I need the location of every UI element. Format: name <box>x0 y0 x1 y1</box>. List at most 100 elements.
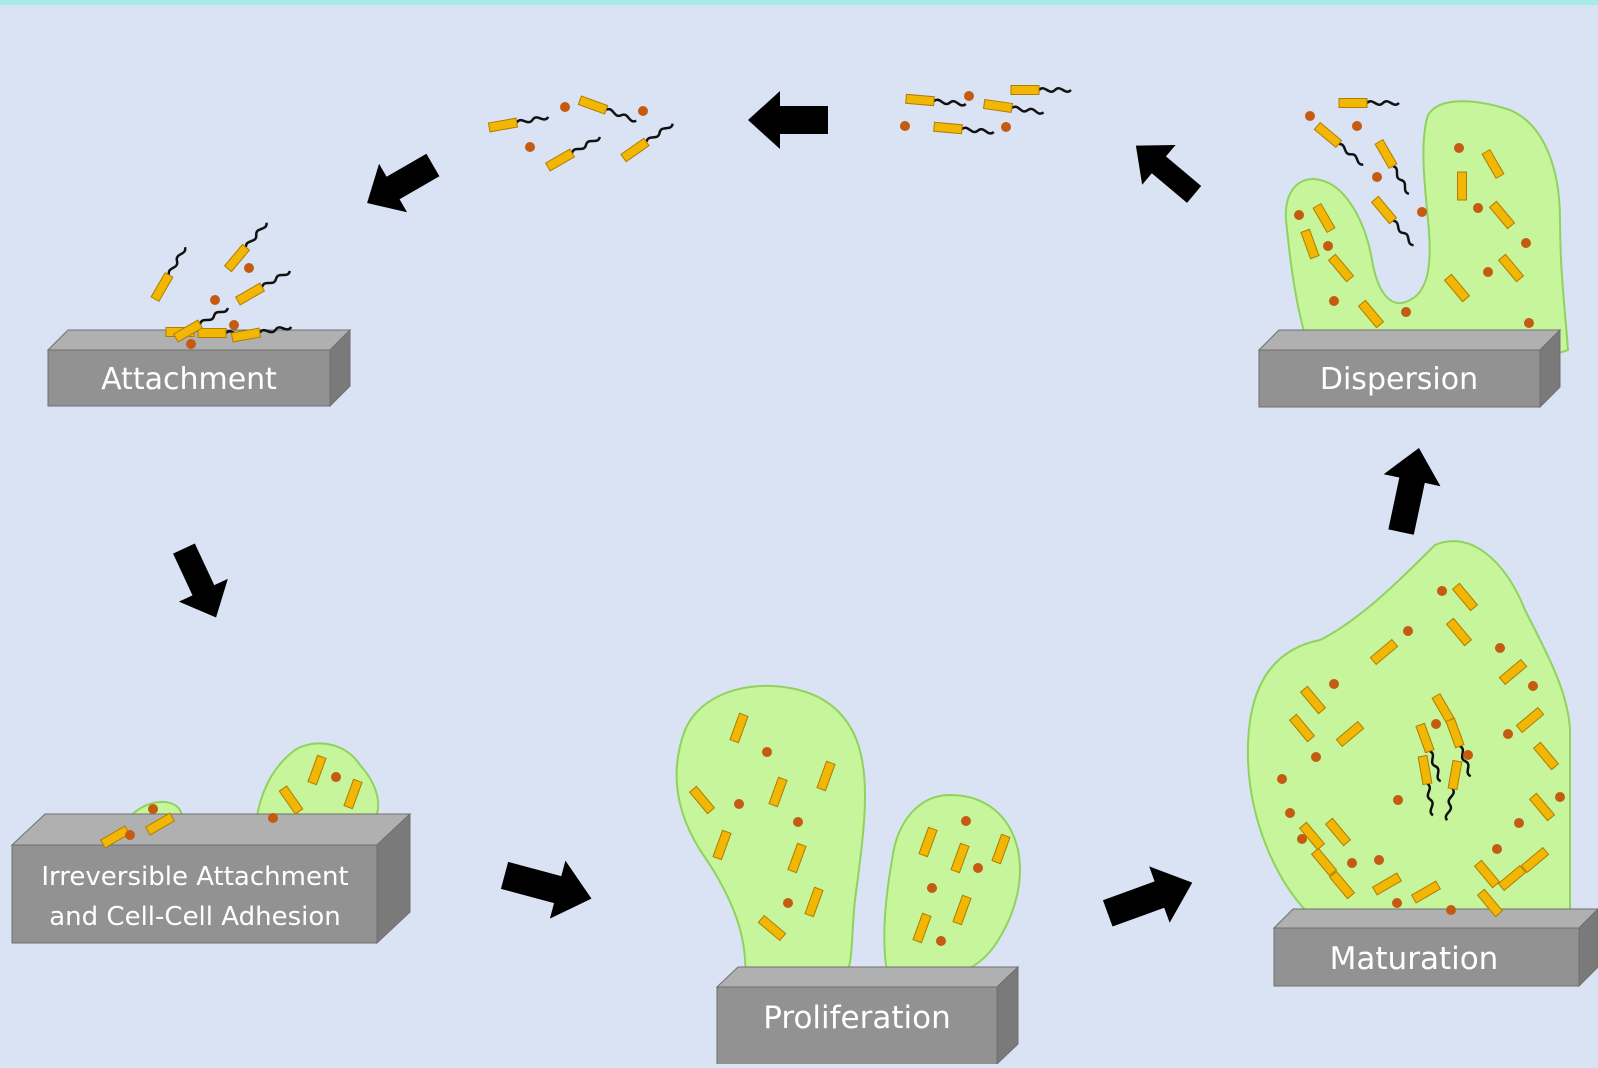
flagellated-bacterium <box>982 99 1045 115</box>
flagellated-bacterium <box>1010 85 1072 95</box>
proliferation-surface: Proliferation <box>715 965 1020 1068</box>
eps-dot <box>1305 111 1315 121</box>
maturation-surface: Maturation <box>1272 908 1598 988</box>
eps-dot <box>1001 122 1011 132</box>
bacterium <box>343 778 363 810</box>
bacterium <box>729 712 749 744</box>
arrow-free-to-free <box>748 91 828 149</box>
bacterium <box>1451 582 1479 612</box>
flagellated-bacterium <box>1445 717 1472 778</box>
eps-dot <box>560 102 570 112</box>
eps-dot <box>734 799 744 809</box>
arrow-irreversible-to-proliferation <box>500 860 592 919</box>
bacterium <box>307 754 327 786</box>
bacterium <box>757 914 787 942</box>
bacterium <box>1476 888 1504 918</box>
eps-dot <box>1323 241 1333 251</box>
label-dispersion: Dispersion <box>1320 362 1478 397</box>
dispersion-surface: Dispersion <box>1257 328 1562 409</box>
bacterium <box>1300 228 1320 260</box>
bacterium <box>1488 200 1516 230</box>
eps-dot <box>973 863 983 873</box>
eps-dot <box>1285 808 1295 818</box>
label-proliferation: Proliferation <box>763 1000 951 1036</box>
arrow-attachment-to-irreversible <box>173 543 228 618</box>
bacterium <box>952 894 972 926</box>
eps-dot <box>1521 238 1531 248</box>
bacterium <box>1457 171 1467 201</box>
bacterium <box>1298 821 1326 851</box>
bacterium <box>1312 202 1336 234</box>
bacterium <box>816 760 836 792</box>
bacterium <box>1481 148 1505 180</box>
eps-dot <box>1454 143 1464 153</box>
label-irreversible-line-1: Irreversible Attachment <box>41 862 348 892</box>
bacterium <box>768 776 788 808</box>
flagellated-bacterium <box>234 270 292 306</box>
bacterium <box>278 785 304 815</box>
eps-dot <box>1463 750 1473 760</box>
eps-dot <box>1329 296 1339 306</box>
eps-dot <box>1495 643 1505 653</box>
eps-dot <box>1431 719 1441 729</box>
eps-dot <box>1277 774 1287 784</box>
flagellated-bacterium <box>1444 759 1463 822</box>
bacterium <box>1327 253 1355 283</box>
bacterium <box>1324 817 1352 847</box>
arrow-maturation-to-dispersion <box>1383 447 1441 535</box>
eps-dot <box>1524 318 1534 328</box>
bacterium <box>1410 880 1442 904</box>
eps-dot <box>1492 844 1502 854</box>
attachment-surface: Attachment <box>46 328 352 408</box>
eps-dot <box>1446 905 1456 915</box>
eps-dot <box>186 339 196 349</box>
flagellated-bacterium <box>1338 98 1400 108</box>
flagellated-bacterium <box>172 307 230 343</box>
eps-dot <box>1347 858 1357 868</box>
eps-dot <box>638 106 648 116</box>
flagellated-bacterium <box>230 326 293 343</box>
eps-dot <box>1514 818 1524 828</box>
eps-dot <box>268 813 278 823</box>
eps-dot <box>1437 586 1447 596</box>
bacterium <box>804 886 824 918</box>
eps-dot <box>1372 172 1382 182</box>
arrow-proliferation-to-maturation <box>1102 866 1193 927</box>
bacterium <box>950 842 970 874</box>
eps-dot <box>1483 267 1493 277</box>
bacterium <box>1335 720 1365 748</box>
eps-dot <box>1401 307 1411 317</box>
label-maturation: Maturation <box>1330 941 1499 977</box>
bacterium <box>1445 617 1473 647</box>
eps-dot <box>1374 855 1384 865</box>
flagellated-bacterium <box>487 116 550 133</box>
bacterium <box>787 842 807 874</box>
eps-dot <box>1473 203 1483 213</box>
biofilm-proliferation-left <box>675 684 866 981</box>
eps-dot <box>1393 795 1403 805</box>
flagellated-bacterium <box>620 123 674 163</box>
bacterium <box>1369 638 1399 666</box>
bacterium <box>1371 872 1403 896</box>
flagellated-bacterium <box>905 93 967 107</box>
flagellated-bacterium <box>150 246 187 303</box>
eps-dot <box>964 91 974 101</box>
flagellated-bacterium <box>1313 121 1364 166</box>
flagellated-bacterium <box>577 95 637 123</box>
eps-dot <box>1503 729 1513 739</box>
eps-dot <box>1392 898 1402 908</box>
top-band <box>0 0 1598 5</box>
bacterium <box>1497 864 1527 892</box>
irreversible-surface: Irreversible Attachment and Cell-Cell Ad… <box>10 812 412 945</box>
eps-dot <box>1403 626 1413 636</box>
eps-dot <box>1555 792 1565 802</box>
bacterium <box>1328 870 1356 900</box>
eps-dot <box>331 772 341 782</box>
bacterium <box>1357 299 1385 329</box>
eps-dot <box>936 936 946 946</box>
eps-dot <box>1329 679 1339 689</box>
eps-dot <box>783 898 793 908</box>
eps-dot <box>762 747 772 757</box>
